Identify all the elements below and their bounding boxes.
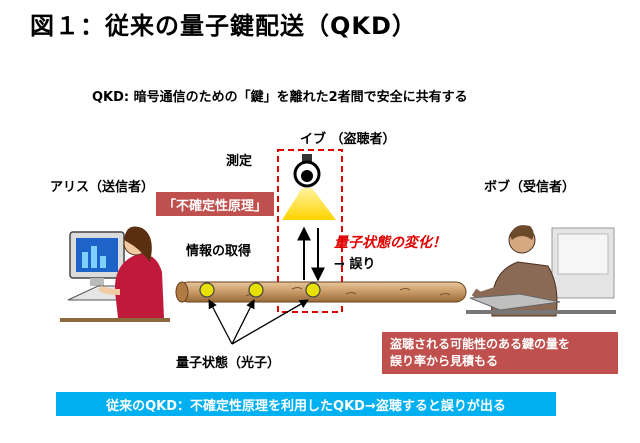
alice-illustration (60, 226, 170, 322)
figure-title: 図１：従来の量子鍵配送（QKD） (30, 12, 417, 40)
bottom-banner: 従来のQKD：不確定性原理を利用したQKD→盗聴すると誤りが出る (56, 392, 556, 416)
note-line-1: 盗聴される可能性のある鍵の量を (390, 337, 571, 351)
eve-label: イブ （盗聴者） (300, 132, 396, 147)
uncertainty-principle-box: 「不確定性原理」 (156, 192, 274, 216)
quantum-channel-fiber (175, 281, 467, 303)
detector-lamp-icon (282, 154, 336, 220)
note-line-2: 誤り率から見積もる (390, 354, 499, 368)
eve-dashed-box (277, 149, 343, 313)
photons-label: 量子状態（光子） (176, 356, 281, 371)
error-rate-note: 盗聴される可能性のある鍵の量を 誤り率から見積もる (382, 332, 618, 374)
bob-illustration (466, 225, 616, 317)
info-acquisition-label: 情報の取得 (186, 244, 252, 259)
photon-2 (248, 282, 264, 298)
measure-label: 測定 (226, 154, 253, 169)
alice-label: アリス（送信者） (50, 180, 155, 195)
error-label: → 誤り (334, 257, 376, 272)
photon-3 (305, 282, 321, 298)
bob-label: ボブ（受信者） (484, 180, 576, 195)
photon-pointer-lines (208, 299, 309, 345)
figure-subtitle: QKD: 暗号通信のための「鍵」を離れた2者間で安全に共有する (92, 90, 468, 105)
photon-1 (199, 282, 215, 298)
state-change-label: 量子状態の変化！ (334, 235, 446, 251)
